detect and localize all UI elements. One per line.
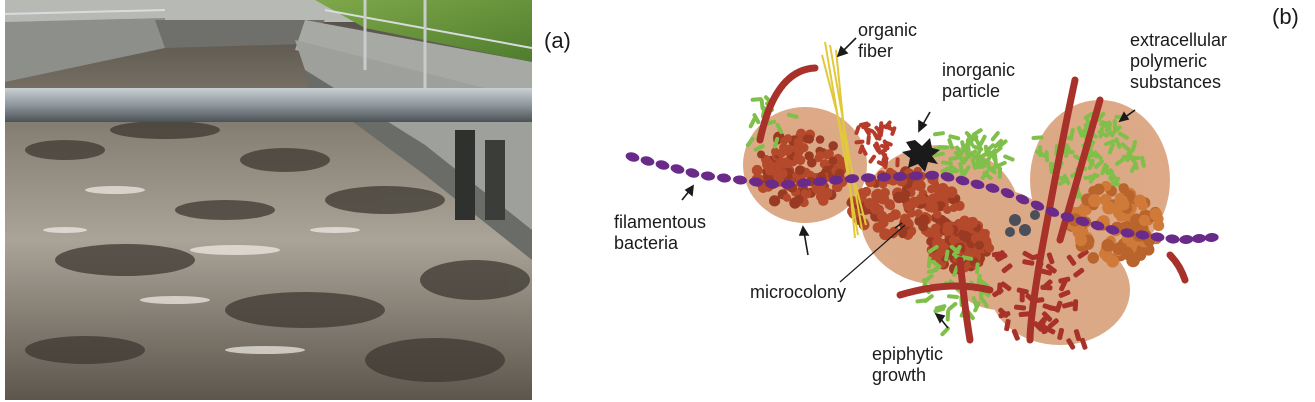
filament-cell xyxy=(640,155,656,167)
activated-sludge-photo xyxy=(5,0,532,400)
rod xyxy=(997,282,1003,294)
coccus xyxy=(828,141,838,151)
coccus xyxy=(803,135,812,144)
orange-coccus xyxy=(1139,215,1150,226)
orange-coccus xyxy=(1106,255,1119,268)
coccus xyxy=(985,244,994,253)
coccus xyxy=(903,201,913,211)
coccus xyxy=(795,165,805,175)
rod xyxy=(895,157,899,167)
filament-cell xyxy=(1179,234,1194,244)
orange-coccus xyxy=(1101,239,1114,252)
coccus xyxy=(875,205,884,214)
coccus xyxy=(818,195,828,205)
epiphyte xyxy=(1038,145,1042,157)
coccus xyxy=(792,145,800,153)
coccus xyxy=(880,188,890,198)
label-epiphytic-growth: epiphyticgrowth xyxy=(872,344,943,386)
coccus xyxy=(925,195,937,207)
orange-coccus xyxy=(1118,198,1130,210)
filament-cell xyxy=(670,163,686,175)
coccus xyxy=(949,235,958,244)
filament-cell xyxy=(1165,234,1180,245)
epiphyte xyxy=(939,326,950,337)
coccus xyxy=(816,135,825,144)
orange-coccus xyxy=(1150,208,1163,221)
epiphyte xyxy=(998,167,1002,179)
label-microcolony: microcolony xyxy=(750,282,846,303)
coccus xyxy=(784,134,792,142)
coccus xyxy=(794,195,804,205)
orange-coccus xyxy=(1120,247,1133,260)
coccus xyxy=(887,202,895,210)
epiphyte xyxy=(1044,150,1049,162)
filament-cell xyxy=(655,159,671,171)
orange-coccus xyxy=(1075,234,1087,246)
orange-coccus xyxy=(1116,212,1126,222)
coccus xyxy=(943,205,952,214)
orange-coccus xyxy=(1088,194,1101,207)
coccus xyxy=(983,237,991,245)
orange-coccus xyxy=(1088,252,1100,264)
label-organic-fiber: organicfiber xyxy=(858,20,917,62)
filament-cell xyxy=(1204,232,1219,242)
epiphyte xyxy=(947,294,959,299)
orange-coccus xyxy=(1093,184,1104,195)
epiphyte xyxy=(946,309,951,321)
coccus xyxy=(959,221,967,229)
label-eps: extracellularpolymericsubstances xyxy=(1130,30,1227,93)
rod xyxy=(868,154,877,164)
rod xyxy=(866,135,871,145)
epiphyte xyxy=(1113,119,1117,131)
coccus xyxy=(829,156,838,165)
coccus xyxy=(975,241,984,250)
filament-cell xyxy=(625,151,641,163)
coccus xyxy=(877,221,886,230)
orange-coccus xyxy=(1119,183,1129,193)
coccus xyxy=(900,214,910,224)
coccus xyxy=(893,192,905,204)
epiphyte xyxy=(1129,156,1141,160)
filament-cell xyxy=(1192,233,1207,243)
epiphyte xyxy=(975,262,980,274)
coccus xyxy=(796,155,806,165)
coccus xyxy=(776,157,786,167)
coccus xyxy=(816,151,825,160)
coccus xyxy=(916,194,927,205)
epiphyte xyxy=(978,134,987,147)
epiphyte xyxy=(933,131,945,137)
coccus xyxy=(886,213,895,222)
coccus xyxy=(769,195,780,206)
coccus xyxy=(967,217,978,228)
coccus xyxy=(915,180,926,191)
epiphyte xyxy=(937,145,949,149)
coccus xyxy=(898,230,906,238)
coccus xyxy=(959,232,968,241)
coccus xyxy=(807,158,817,168)
rod xyxy=(854,125,861,136)
orange-coccus xyxy=(1102,201,1116,215)
filament-cell xyxy=(700,171,715,182)
coccus xyxy=(765,165,775,175)
coccus xyxy=(927,185,935,193)
coccus xyxy=(783,194,791,202)
epiphyte xyxy=(992,149,997,161)
filament-cell xyxy=(685,167,701,179)
coccus xyxy=(782,144,793,155)
coccus xyxy=(757,150,765,158)
coccus xyxy=(946,186,958,198)
coccus xyxy=(918,222,928,232)
coccus xyxy=(942,224,954,236)
filament-cell xyxy=(716,173,731,184)
